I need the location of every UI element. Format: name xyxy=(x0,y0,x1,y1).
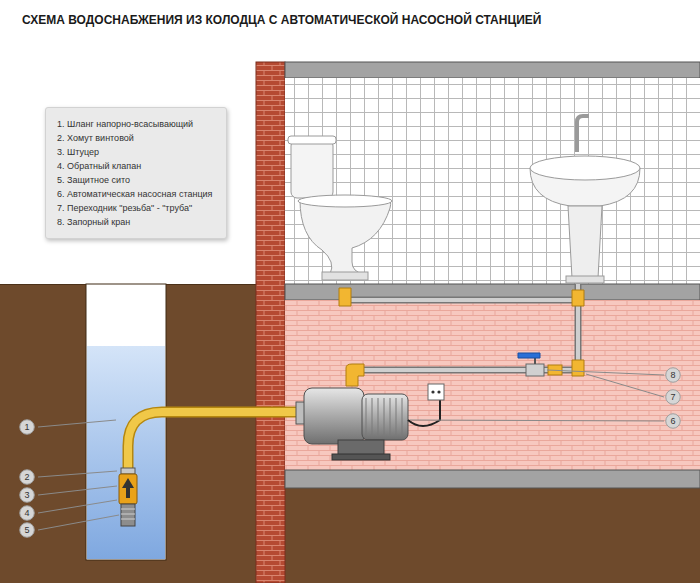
house-floors-part xyxy=(285,62,700,78)
callout-circle: 2 xyxy=(19,469,35,485)
callout-circle-shape xyxy=(666,414,681,429)
toilet-part xyxy=(291,140,333,198)
check-valve-part xyxy=(121,509,135,519)
pump-station xyxy=(296,388,408,460)
check-valve-part xyxy=(119,474,137,504)
water-pipes-part xyxy=(345,290,578,386)
part-list-item: 8. Запорный кран xyxy=(57,215,215,229)
part-list-item: 6. Автоматическая насосная станция xyxy=(57,187,215,201)
suction-hose-part xyxy=(128,412,300,470)
check-valve xyxy=(119,468,137,526)
callout-number: 5 xyxy=(19,522,35,538)
ground-part xyxy=(258,488,700,583)
toilet-part xyxy=(298,195,392,207)
callout-circle: 7 xyxy=(665,389,681,405)
suction-hose xyxy=(128,412,300,470)
house-floors-part xyxy=(285,470,700,488)
leader-lines-part xyxy=(38,471,117,477)
callout-number: 7 xyxy=(665,389,681,405)
part-list-item: 4. Обратный клапан xyxy=(57,159,215,173)
power-socket-part xyxy=(428,384,444,400)
callout-circle: 1 xyxy=(19,419,35,435)
sink xyxy=(530,116,640,283)
leader-lines xyxy=(38,370,664,530)
callout-circle-shape xyxy=(20,506,35,521)
leader-lines-part xyxy=(547,370,664,375)
pipe-fittings xyxy=(339,288,584,386)
water-pipes-part xyxy=(345,290,578,386)
leader-lines-part xyxy=(38,515,119,530)
leader-lines-part xyxy=(38,420,116,427)
suction-hose-part xyxy=(128,412,300,470)
pipe-fittings-part xyxy=(346,364,364,386)
house-floors-part xyxy=(285,78,700,284)
part-list-item: 7. Переходник "резьба" - "труба" xyxy=(57,201,215,215)
house-wall-part xyxy=(256,62,285,583)
leader-lines-part xyxy=(410,420,664,421)
part-list-item: 2. Хомут винтовой xyxy=(57,131,215,145)
pump-station-part xyxy=(366,398,402,436)
callout-number: 3 xyxy=(19,487,35,503)
part-list-item: 1. Шланг напорно-всасывающий xyxy=(57,117,215,131)
callout-number: 6 xyxy=(665,413,681,429)
shutoff-valve-part xyxy=(518,353,540,358)
pipe-fittings-part xyxy=(572,290,584,306)
pump-station-part xyxy=(332,454,390,460)
pump-station-part xyxy=(304,388,364,444)
callout-number: 2 xyxy=(19,469,35,485)
house-floors-part xyxy=(285,300,700,470)
check-valve-part xyxy=(121,504,135,526)
toilet xyxy=(288,136,392,280)
pipe-fittings-part xyxy=(572,360,584,376)
pipe-fittings-part xyxy=(339,288,351,306)
toilet-part xyxy=(322,272,368,280)
callout-circle: 3 xyxy=(19,487,35,503)
callout-circle-shape xyxy=(666,368,681,383)
toilet-part xyxy=(288,136,336,144)
sink-part xyxy=(577,116,589,152)
leader-lines-part xyxy=(586,374,664,397)
power-socket-part xyxy=(408,400,440,426)
sink-part xyxy=(566,276,604,283)
callout-circle: 5 xyxy=(19,522,35,538)
pump-station-part xyxy=(362,394,408,440)
diagram-title: СХЕМА ВОДОСНАБЖЕНИЯ ИЗ КОЛОДЦА С АВТОМАТ… xyxy=(22,13,541,27)
leader-lines-part xyxy=(38,486,117,495)
shutoff-valve xyxy=(518,353,544,376)
water-pipes xyxy=(345,284,578,386)
power-socket-part xyxy=(431,390,434,393)
sink-part xyxy=(530,156,640,180)
callout-circle-shape xyxy=(20,488,35,503)
callout-circle-shape xyxy=(20,470,35,485)
check-valve-part xyxy=(121,468,135,474)
callout-number: 8 xyxy=(665,367,681,383)
callout-circle: 8 xyxy=(665,367,681,383)
callout-circle-shape xyxy=(20,523,35,538)
part-list-item: 3. Штуцер xyxy=(57,145,215,159)
leader-lines-part xyxy=(38,500,117,513)
check-valve-part xyxy=(122,478,134,498)
toilet-part xyxy=(300,200,391,274)
power-socket-part xyxy=(437,390,440,393)
callout-circle-shape xyxy=(20,420,35,435)
callout-number: 1 xyxy=(19,419,35,435)
callout-number: 4 xyxy=(19,505,35,521)
ground xyxy=(0,284,700,583)
legend-panel: 1. Шланг напорно-всасывающий2. Хомут вин… xyxy=(45,107,227,239)
shutoff-valve-part xyxy=(526,364,544,376)
sink-part xyxy=(568,206,602,278)
house-floors xyxy=(285,62,700,488)
callout-circle: 6 xyxy=(665,413,681,429)
part-list-item: 5. Защитное сито xyxy=(57,173,215,187)
callout-circle-shape xyxy=(666,390,681,405)
house-wall xyxy=(256,62,285,583)
callout-circle: 4 xyxy=(19,505,35,521)
